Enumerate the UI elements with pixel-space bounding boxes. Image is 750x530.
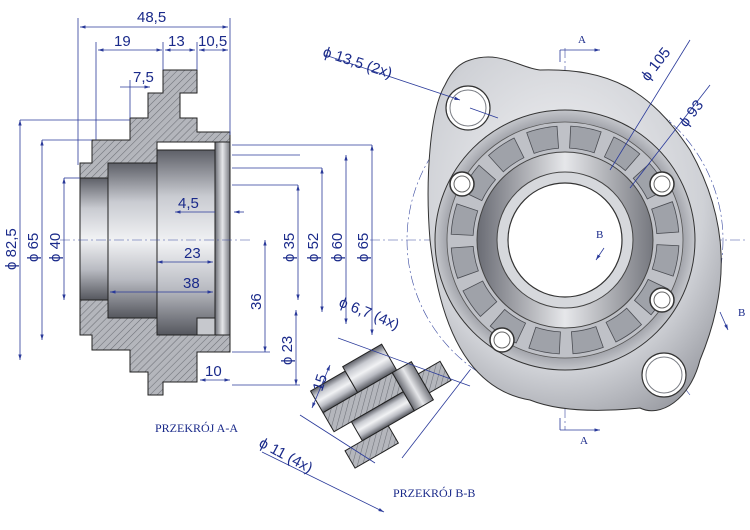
small-bolt-holes xyxy=(449,171,675,353)
section-aa-bore-mid xyxy=(107,162,158,319)
dim-23: 23 xyxy=(184,245,201,262)
dim-dia-65-right: ϕ 65 xyxy=(355,233,372,262)
dim-7-5: 7,5 xyxy=(133,69,154,86)
front-view xyxy=(370,48,745,430)
rib-pocket xyxy=(651,244,680,277)
dim-dia-82-5: ϕ 82,5 xyxy=(3,228,20,270)
caption-section-aa: PRZEKRÓJ A-A xyxy=(155,421,238,435)
section-mark-a-bottom: A xyxy=(580,435,588,447)
section-aa-face-ring xyxy=(214,141,231,336)
dim-15: 15 xyxy=(310,372,331,393)
central-bore xyxy=(507,182,623,298)
front-view-dimensions xyxy=(324,39,729,459)
dim-dia-60: ϕ 60 xyxy=(329,233,346,262)
section-aa-view xyxy=(60,69,250,396)
section-aa-dimensions xyxy=(18,18,374,386)
dim-dia-93: ϕ 93 xyxy=(676,97,707,131)
dim-19: 19 xyxy=(114,33,131,50)
section-mark-b-center: B xyxy=(596,229,603,241)
rib-pocket xyxy=(487,137,525,173)
section-aa-dim-text: 48,5 19 13 10,5 7,5 4,5 23 38 10 ϕ 82,5 … xyxy=(3,9,372,435)
section-bb-dimensions xyxy=(261,337,471,513)
dim-36: 36 xyxy=(248,293,265,310)
section-aa-step-ring xyxy=(196,317,216,336)
rib-pocket xyxy=(571,326,604,355)
section-aa-bore-small xyxy=(79,177,109,301)
dim-dia-35: ϕ 35 xyxy=(281,233,298,262)
dim-holes-13-5: ϕ 13,5 (2x) xyxy=(321,44,395,82)
rib-pocket xyxy=(569,125,602,154)
rib-pocket xyxy=(462,280,498,318)
section-aa-bore-large xyxy=(156,149,216,336)
dim-10: 10 xyxy=(205,363,222,380)
rib-pocket xyxy=(651,201,680,234)
rib-pocket xyxy=(450,246,479,279)
dim-38: 38 xyxy=(183,275,200,292)
section-bb-view xyxy=(309,343,452,469)
dim-dia-65-left: ϕ 65 xyxy=(25,233,42,262)
caption-section-bb: PRZEKRÓJ B-B xyxy=(393,486,475,500)
dim-dia-52: ϕ 52 xyxy=(305,233,322,262)
section-mark-a-top: A xyxy=(578,34,586,46)
dim-13: 13 xyxy=(168,33,185,50)
mount-hole-top-left xyxy=(445,85,491,131)
rib-pocket xyxy=(603,136,641,172)
section-mark-b-right: B xyxy=(738,307,745,319)
mount-hole-bottom-right xyxy=(641,352,687,398)
dim-holes-11: ϕ 11 (4x) xyxy=(256,435,315,477)
dim-dia-23: ϕ 23 xyxy=(279,336,296,365)
rib-pocket xyxy=(526,125,559,154)
dim-overall-length: 48,5 xyxy=(137,9,166,26)
rib-pocket xyxy=(528,326,561,355)
dim-dia-40: ϕ 40 xyxy=(47,233,64,262)
rib-pocket xyxy=(450,203,479,236)
rib-pocket xyxy=(605,307,643,343)
dim-10-5: 10,5 xyxy=(198,33,227,50)
dim-4-5: 4,5 xyxy=(178,195,199,212)
dim-dia-105: ϕ 105 xyxy=(638,44,675,84)
